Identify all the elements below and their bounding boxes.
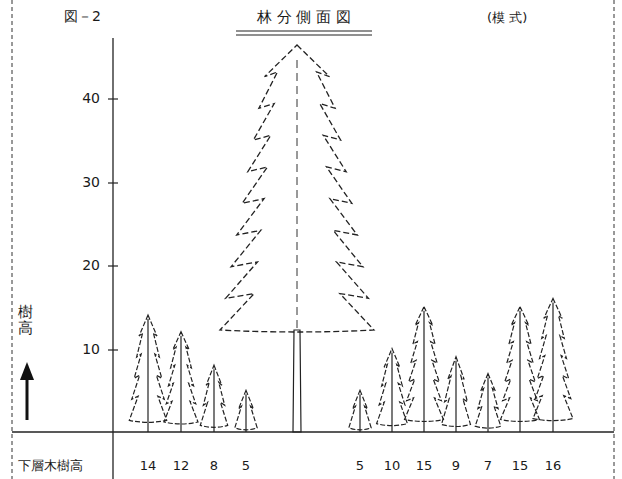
tree-height-value: 16: [545, 459, 562, 473]
understory-tree-crown: [235, 390, 257, 430]
axis-tick: [108, 349, 118, 350]
tree-trunk: [147, 319, 148, 432]
axis-tick: [108, 265, 118, 266]
tree-trunk: [391, 353, 392, 433]
tree-trunk: [423, 311, 424, 432]
understory-tree-crown: [405, 307, 444, 422]
figure-number: 図－2: [64, 9, 101, 24]
understory-tree-crown: [200, 365, 227, 427]
tree-height-value: 5: [242, 459, 250, 473]
tree-trunk: [552, 302, 553, 432]
tree-trunk: [213, 369, 214, 432]
understory-tree-crown: [475, 374, 501, 429]
tree-height-value: 5: [356, 459, 364, 473]
understory-tree-crown: [533, 298, 573, 420]
tree-trunk: [487, 378, 488, 432]
tree-trunk: [519, 311, 520, 432]
tree-trunk: [359, 394, 360, 432]
tree-height-value: 8: [210, 459, 218, 473]
ground-line: [12, 431, 614, 432]
frame-dashed-left: [12, 0, 13, 479]
row-label: 下層木樹高: [18, 459, 83, 473]
axis-tick: [108, 98, 118, 99]
axis-value: 40: [82, 91, 100, 106]
axis-label: 樹高: [18, 304, 33, 337]
tree-height-value: 15: [416, 459, 433, 473]
tree-height-value: 9: [452, 459, 460, 473]
axis-value: 30: [82, 175, 100, 190]
understory-tree-crown: [349, 390, 371, 430]
understory-tree-crown: [129, 315, 166, 422]
tree-height-value: 12: [173, 459, 190, 473]
diagram-title: 林 分 側 面 図: [257, 9, 351, 26]
tree-height-value: 10: [384, 459, 401, 473]
understory-tree-crown: [442, 357, 471, 427]
tree-height-value: 14: [140, 459, 157, 473]
big-tree-trunk: [293, 330, 301, 432]
big-tree-stem: [297, 60, 298, 330]
axis-value: 10: [82, 342, 100, 357]
understory-tree-crown: [501, 307, 540, 422]
tree-trunk: [455, 361, 456, 432]
tree-height-value: 15: [512, 459, 529, 473]
tree-trunk: [245, 394, 246, 432]
axis-value: 20: [82, 258, 100, 273]
tree-group: [129, 45, 573, 432]
tree-trunk: [180, 336, 181, 432]
frame-dashed-right: [614, 0, 615, 479]
title-underline: [236, 30, 372, 31]
big-tree-crown: [220, 45, 374, 332]
height-axis: [112, 38, 113, 479]
height-arrow-head: [20, 362, 34, 380]
understory-tree-crown: [377, 349, 408, 426]
understory-tree-crown: [164, 332, 198, 424]
axis-tick: [108, 182, 118, 183]
tree-height-value: 7: [484, 459, 492, 473]
height-arrow: [26, 376, 29, 420]
title-underline: [236, 34, 372, 35]
schematic-note: (模 式): [487, 11, 527, 25]
